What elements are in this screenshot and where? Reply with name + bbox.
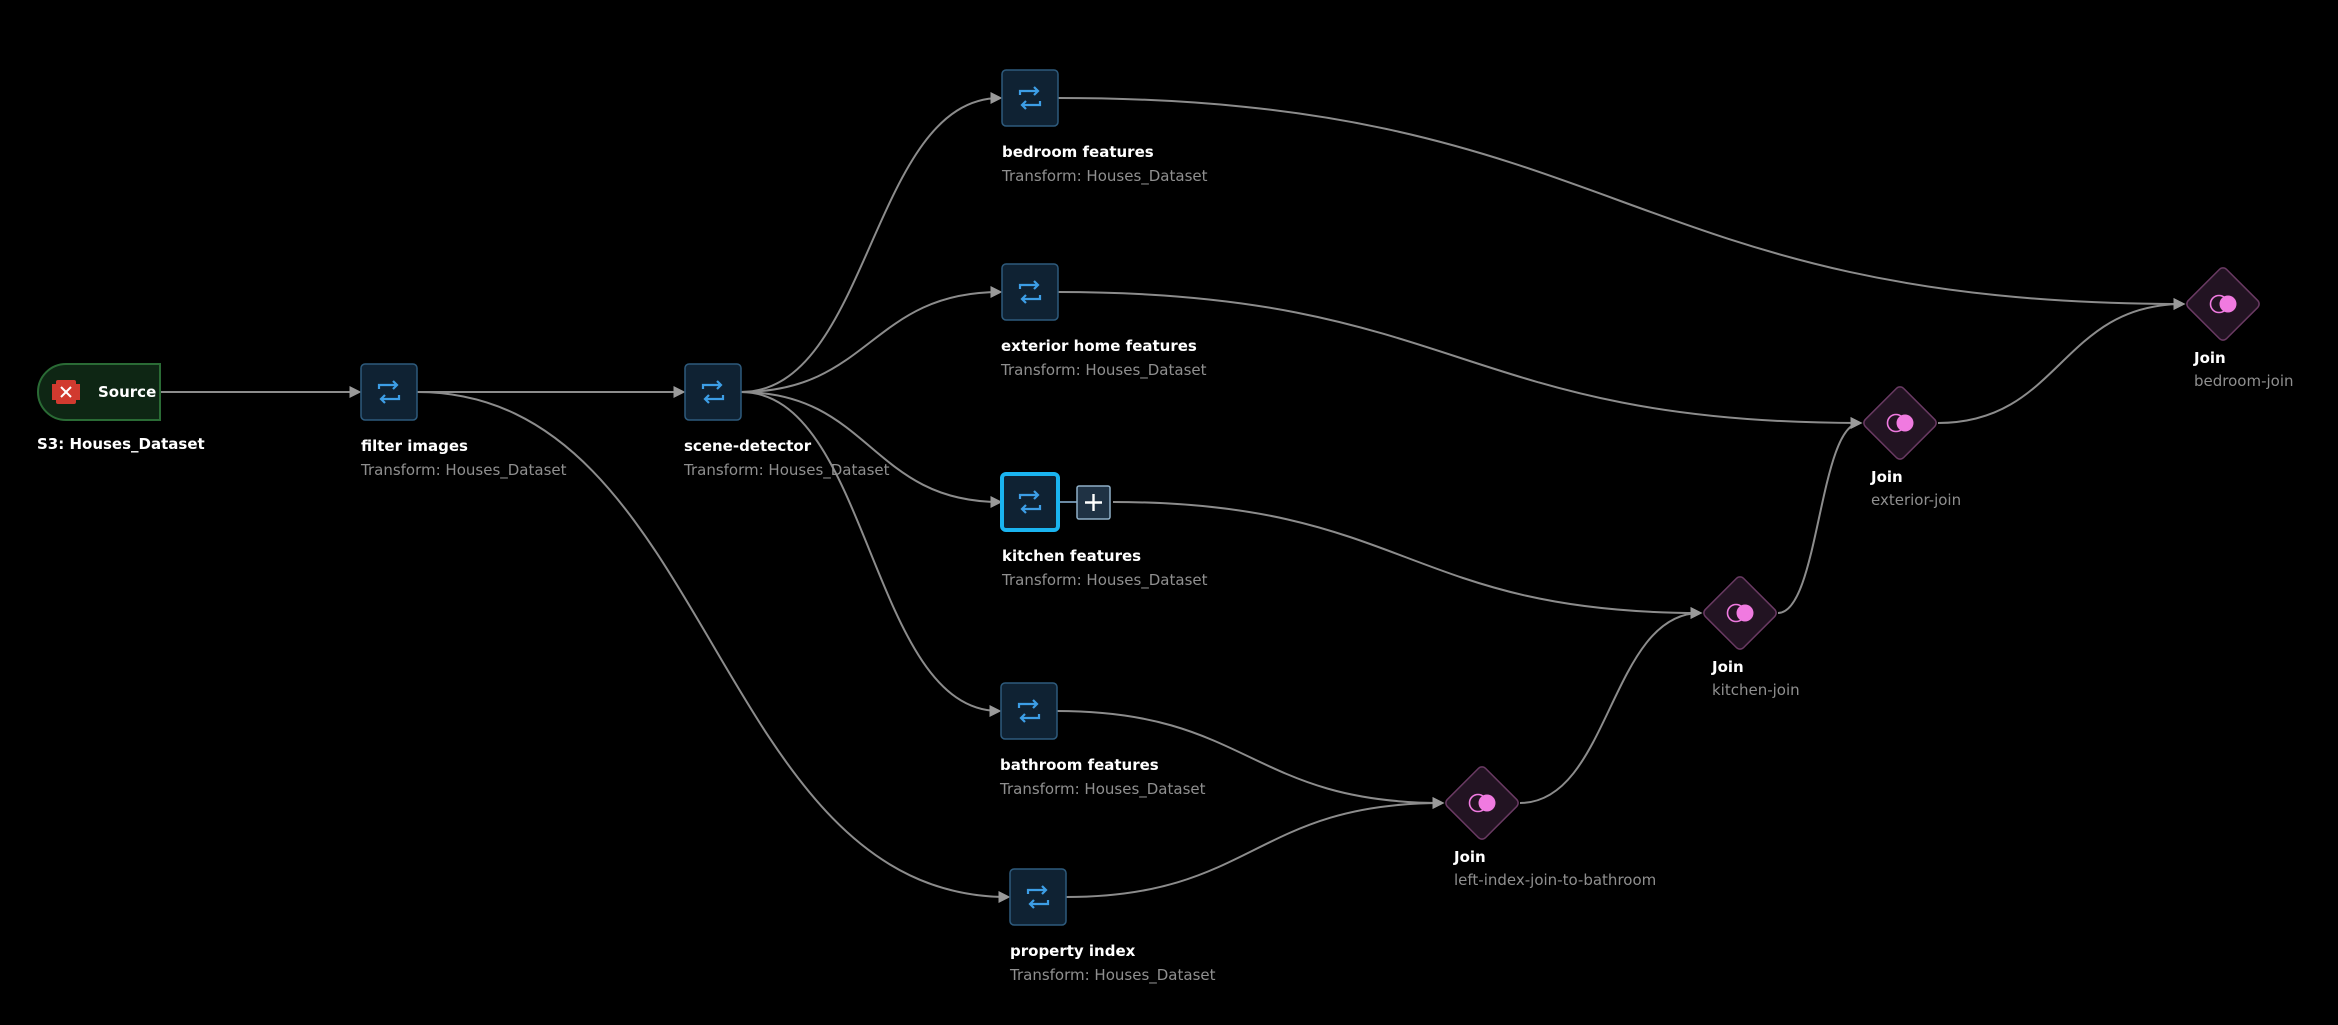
node-bedroom-features[interactable] [1001,69,1059,127]
edge-bedroom-features-to-bedroom-join [1057,97,2186,310]
left-index-join-to-bathroom-subtitle: left-index-join-to-bathroom [1454,871,1657,889]
filter-images-box[interactable] [360,363,418,421]
filter-images-title: filter images [361,437,468,455]
scene-detector-box[interactable] [684,363,742,421]
kitchen-features-title: kitchen features [1002,547,1142,565]
edge-exterior-join-to-bedroom-join [1937,298,2186,424]
node-exterior-home-features[interactable] [1001,263,1059,321]
join-toggle-icon [2209,294,2237,314]
node-exterior-join[interactable] [1862,385,1938,461]
node-scene-detector[interactable] [684,363,742,421]
exterior-home-features-box[interactable] [1001,263,1059,321]
scene-detector-title: scene-detector [684,437,812,455]
edge-exterior-home-features-to-exterior-join [1057,291,1863,429]
bathroom-features-title: bathroom features [1000,756,1159,774]
kitchen-features-subtitle: Transform: Houses_Dataset [1002,571,1208,589]
node-kitchen-features[interactable] [1000,472,1060,532]
edge-filter-images-to-property-index [416,391,1011,903]
node-source[interactable]: Source [37,363,161,421]
exterior-join-subtitle: exterior-join [1871,491,1962,509]
edge-scene-detector-to-bathroom-features [740,391,1002,717]
edge-kitchen-join-to-exterior-join [1777,417,1863,614]
bathroom-features-box[interactable] [1000,682,1058,740]
bedroom-features-title: bedroom features [1002,143,1154,161]
node-left-index-join-to-bathroom[interactable] [1444,765,1520,841]
source-pill[interactable] [37,363,161,421]
property-index-subtitle: Transform: Houses_Dataset [1010,966,1216,984]
kitchen-join-title: Join [1712,658,1744,676]
edge-property-index-to-left-index-join-to-bathroom [1065,797,1445,898]
nodes-layer: Source [37,69,2261,926]
join-toggle-icon [1886,413,1914,433]
property-index-box[interactable] [1009,868,1067,926]
bedroom-join-subtitle: bedroom-join [2194,372,2294,390]
bedroom-features-subtitle: Transform: Houses_Dataset [1002,167,1208,185]
scene-detector-subtitle: Transform: Houses_Dataset [684,461,890,479]
kitchen-features-box[interactable] [1000,472,1060,532]
node-kitchen-join[interactable] [1702,575,1778,651]
edge-bathroom-features-to-left-index-join-to-bathroom [1056,710,1445,809]
kitchen-join-subtitle: kitchen-join [1712,681,1800,699]
node-bedroom-join[interactable] [2185,266,2261,342]
node-property-index[interactable] [1009,868,1067,926]
join-toggle-icon [1468,793,1496,813]
node-bathroom-features[interactable] [1000,682,1058,740]
exterior-home-features-title: exterior home features [1001,337,1197,355]
edge-left-index-join-to-bathroom-to-kitchen-join [1519,607,1703,804]
filter-images-subtitle: Transform: Houses_Dataset [361,461,567,479]
edge-kitchen-features-to-kitchen-join [1112,501,1703,619]
source-label: Source [98,383,156,401]
add-step-button[interactable] [1060,485,1111,520]
exterior-join-title: Join [1871,468,1903,486]
plus-icon [1085,494,1102,511]
bedroom-features-box[interactable] [1001,69,1059,127]
source-title: S3: Houses_Dataset [37,435,205,453]
node-filter-images[interactable] [360,363,418,421]
edge-scene-detector-to-bedroom-features [740,92,1003,393]
s3-bucket-icon [52,380,80,404]
bedroom-join-title: Join [2194,349,2226,367]
exterior-home-features-subtitle: Transform: Houses_Dataset [1001,361,1207,379]
join-toggle-icon [1726,603,1754,623]
edge-scene-detector-to-exterior-home-features [740,286,1003,393]
bathroom-features-subtitle: Transform: Houses_Dataset [1000,780,1206,798]
edge-scene-detector-to-kitchen-features [740,391,1003,508]
left-index-join-to-bathroom-title: Join [1454,848,1486,866]
property-index-title: property index [1010,942,1136,960]
edges-layer [160,92,2186,903]
